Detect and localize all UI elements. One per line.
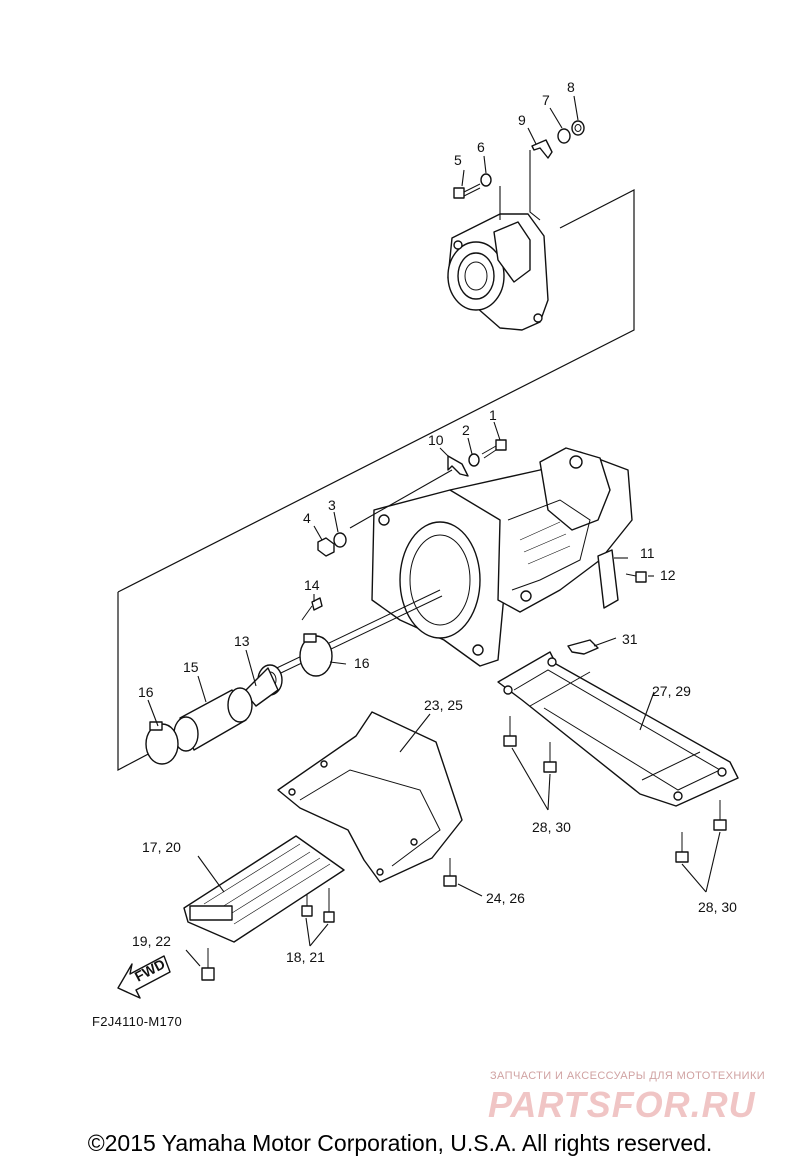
bolt-19-22	[201, 948, 215, 981]
lower-leaders	[185, 637, 721, 967]
watermark-tagline: ЗАПЧАСТИ И АКСЕССУАРЫ ДЛЯ МОТОТЕХНИКИ	[490, 1070, 766, 1082]
callout-31: 31	[622, 631, 638, 647]
bolts-18-21	[301, 888, 335, 923]
clip-31	[567, 639, 599, 655]
callout-6: 6	[477, 139, 485, 155]
callout-11: 11	[640, 545, 655, 561]
bolt-12	[625, 571, 647, 583]
washer-6	[480, 173, 492, 187]
bolt-24-26	[443, 858, 457, 887]
callout-4: 4	[303, 510, 311, 526]
callout-13: 13	[234, 633, 250, 649]
callout-9: 9	[518, 112, 526, 128]
callout-28-30-left: 28, 30	[532, 819, 571, 835]
screw-14	[301, 597, 323, 621]
fwd-arrow-icon: FWD	[117, 955, 171, 999]
jet-pump-housing	[371, 447, 633, 667]
callout-5: 5	[454, 152, 462, 168]
bolt-1	[481, 439, 507, 459]
nut-8	[571, 120, 585, 136]
upper-bearing-housing	[447, 213, 549, 331]
washer-3	[333, 532, 347, 548]
middle-leaders	[147, 421, 654, 727]
bolt-28-30-b	[543, 742, 557, 773]
bolt-28-30-c	[675, 832, 689, 863]
nut-4	[317, 537, 335, 557]
bracket-10	[447, 455, 469, 477]
callout-19-22: 19, 22	[132, 933, 171, 949]
upper-leaders	[461, 95, 579, 221]
callout-16-right: 16	[354, 655, 370, 671]
hose-clamp-16b	[299, 633, 333, 677]
bracket-9	[531, 139, 553, 159]
callout-labels: 1 2 3 4 5 6 7 8 9 10 11 12 13 14 15 16 1…	[132, 79, 737, 965]
callout-28-30-right: 28, 30	[698, 899, 737, 915]
hose-clamp-16a	[145, 721, 179, 765]
callout-16-left: 16	[138, 684, 154, 700]
coupler-13	[243, 664, 283, 707]
bolt-28-30-d	[713, 800, 727, 831]
drive-shaft	[259, 589, 443, 683]
callout-14: 14	[304, 577, 320, 593]
intake-duct-23-25	[277, 711, 463, 883]
callout-7: 7	[542, 92, 550, 108]
callout-17-20: 17, 20	[142, 839, 181, 855]
callout-27-29: 27, 29	[652, 683, 691, 699]
callout-23-25: 23, 25	[424, 697, 463, 713]
diagram-code: F2J4110-M170	[92, 1014, 183, 1029]
watermark-logo: PARTSFOR.RU	[488, 1084, 756, 1125]
callout-15: 15	[183, 659, 199, 675]
callout-8: 8	[567, 79, 575, 95]
bolt-5	[453, 183, 481, 199]
intake-grate-17-20	[183, 835, 345, 943]
washer-2	[468, 453, 480, 467]
callout-24-26: 24, 26	[486, 890, 525, 906]
hose-15	[173, 687, 253, 752]
callout-3: 3	[328, 497, 336, 513]
ride-plate-27-29	[497, 651, 739, 807]
callout-18-21: 18, 21	[286, 949, 325, 965]
bolt-28-30-a	[503, 716, 517, 747]
rubber-block-11	[597, 549, 619, 609]
copyright-notice: ©2015 Yamaha Motor Corporation, U.S.A. A…	[87, 1130, 713, 1156]
callout-12: 12	[660, 567, 676, 583]
callout-2: 2	[462, 422, 470, 438]
callout-10: 10	[428, 432, 444, 448]
callout-1: 1	[489, 407, 497, 423]
washer-7	[557, 128, 571, 144]
